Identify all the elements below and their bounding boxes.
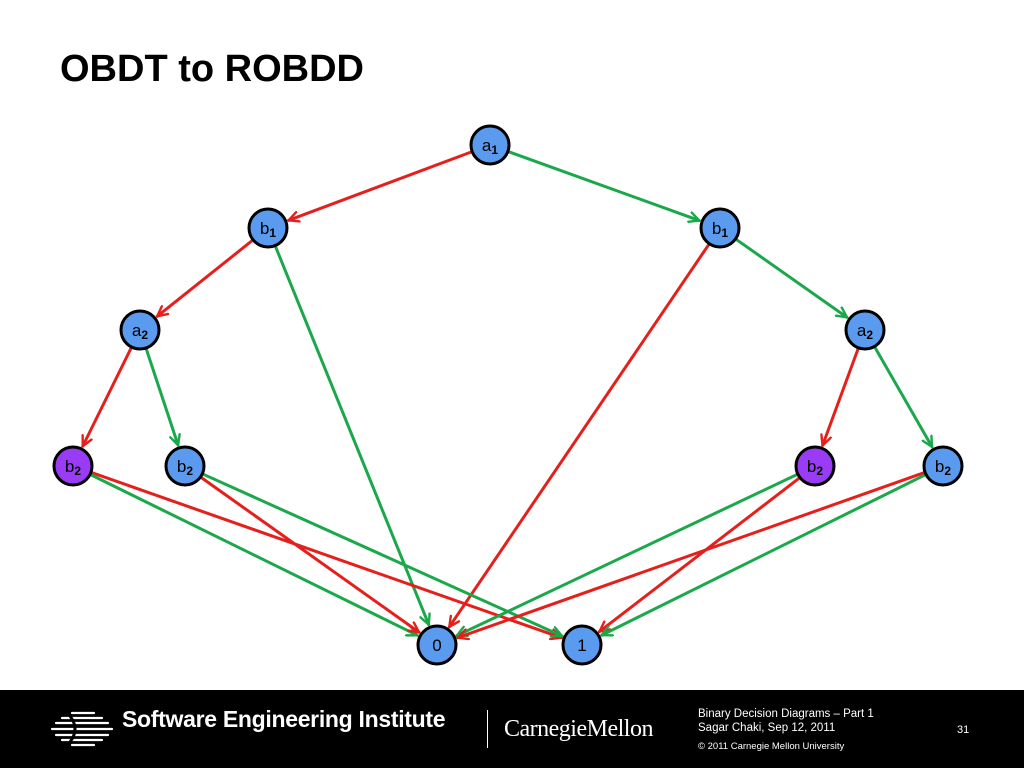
edge-low-b2LL-t1	[89, 470, 563, 637]
footer-info: Binary Decision Diagrams – Part 1 Sagar …	[698, 707, 874, 754]
page-number: 31	[957, 724, 970, 736]
presenter-date: Sagar Chaki, Sep 12, 2011	[698, 722, 836, 734]
edge-high-b2LL-t0	[88, 472, 419, 637]
node-b2LR: b2	[164, 445, 206, 487]
edge-high-b2RR-t1	[600, 472, 928, 637]
node-b2RL: b2	[794, 445, 836, 487]
node-circle	[119, 309, 161, 351]
node-label: b2	[177, 457, 193, 478]
edge-low-b1L-a2L	[155, 238, 255, 318]
edge-high-b2RL-t0	[455, 472, 800, 638]
sei-logo-icon	[50, 711, 114, 747]
node-circle	[247, 207, 289, 249]
node-b2LL: b2	[52, 445, 94, 487]
edge-low-b2RL-t1	[597, 476, 802, 634]
footer: Software Engineering Institute CarnegieM…	[0, 690, 1024, 768]
node-a1: a1	[469, 124, 511, 166]
node-circle	[794, 445, 836, 487]
node-label: b2	[935, 457, 951, 478]
node-label: b2	[807, 457, 823, 478]
node-t1: 1	[561, 624, 603, 666]
node-circle	[922, 445, 964, 487]
node-t0: 0	[416, 624, 458, 666]
node-label: b1	[712, 219, 728, 240]
edge-low-a2L-b2LL	[81, 345, 134, 448]
edge-low-b2LR-t0	[198, 475, 421, 634]
node-label: 1	[577, 636, 586, 655]
slide-title: OBDT to ROBDD	[60, 48, 364, 90]
node-label: a2	[857, 321, 873, 342]
node-circle	[416, 624, 458, 666]
edge-low-b2RR-t0	[456, 470, 927, 637]
node-label: b2	[65, 457, 81, 478]
node-b1L: b1	[247, 207, 289, 249]
node-b1R: b1	[699, 207, 741, 249]
node-a2L: a2	[119, 309, 161, 351]
edge-high-b2LR-t1	[200, 472, 564, 636]
node-label: b1	[260, 219, 276, 240]
node-label: a1	[482, 136, 498, 157]
node-circle	[469, 124, 511, 166]
node-label: 0	[432, 636, 441, 655]
node-circle	[699, 207, 741, 249]
node-layer: a1 b1 b1 a2 a2 b2 b2 b2 b2 0 1	[52, 124, 964, 666]
node-label: a2	[132, 321, 148, 342]
node-circle	[164, 445, 206, 487]
node-circle	[561, 624, 603, 666]
edge-low-a1-b1L	[287, 150, 474, 221]
edge-low-b1R-t0	[447, 242, 711, 629]
bdd-diagram: a1 b1 b1 a2 a2 b2 b2 b2 b2 0 1	[52, 124, 964, 666]
university-logo: CarnegieMellon	[504, 716, 653, 742]
edge-high-a2R-b2RR	[872, 344, 934, 449]
institute-name: Software Engineering Institute	[122, 706, 446, 732]
node-b2RR: b2	[922, 445, 964, 487]
node-circle	[52, 445, 94, 487]
node-circle	[844, 309, 886, 351]
edge-layer	[81, 149, 934, 638]
node-a2R: a2	[844, 309, 886, 351]
edge-high-b1L-t0	[273, 244, 429, 627]
copyright: © 2011 Carnegie Mellon University	[698, 741, 845, 752]
edge-high-a1-b1R	[506, 149, 701, 220]
deck-title: Binary Decision Diagrams – Part 1	[698, 708, 874, 720]
edge-high-a2L-b2LR	[144, 346, 178, 447]
edge-high-b1R-a2R	[734, 237, 849, 319]
footer-divider	[487, 710, 488, 748]
edge-low-a2R-b2RL	[823, 346, 860, 447]
